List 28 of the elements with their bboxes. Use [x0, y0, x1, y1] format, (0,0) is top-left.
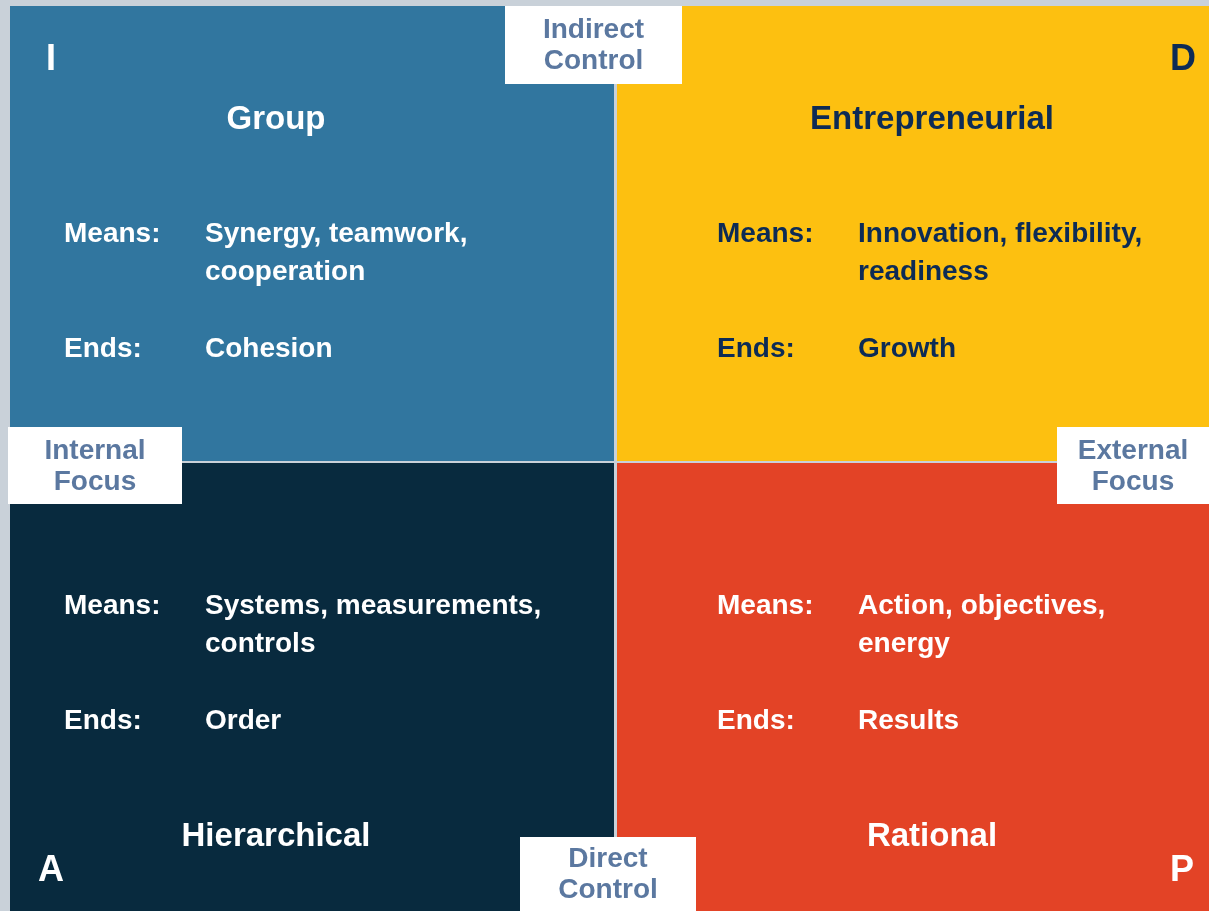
ends-text: Order: [205, 703, 283, 737]
ends-label: Ends:: [64, 331, 142, 365]
means-label: Means:: [64, 216, 161, 250]
ends-label: Ends:: [64, 703, 142, 737]
means-text: Action, objectives, energy: [858, 588, 1107, 660]
axis-label: Direct Control: [520, 837, 696, 911]
quadrant-title: Entrepreneurial: [810, 98, 1054, 138]
ends-label: Ends:: [717, 703, 795, 737]
means-text: Synergy, teamwork, cooperation: [205, 216, 469, 288]
means-label: Means:: [64, 588, 161, 622]
axis-label: Internal Focus: [8, 427, 182, 504]
quadrant-letter: I: [46, 36, 56, 80]
axis-label: Indirect Control: [505, 6, 682, 84]
ends-text: Results: [858, 703, 961, 737]
quadrant-title: Group: [226, 98, 326, 138]
quadrant-letter: A: [38, 847, 64, 891]
quadrant-title: Hierarchical: [181, 815, 371, 855]
quadrant-letter: P: [1170, 847, 1194, 891]
means-text: Systems, measurements, controls: [205, 588, 543, 660]
quadrant-title: Rational: [866, 815, 998, 855]
quadrant-letter: D: [1170, 36, 1196, 80]
means-text: Innovation, flexibility, readiness: [858, 216, 1144, 288]
means-label: Means:: [717, 216, 814, 250]
ends-label: Ends:: [717, 331, 795, 365]
means-label: Means:: [717, 588, 814, 622]
axis-label: External Focus: [1057, 427, 1209, 504]
ends-text: Growth: [858, 331, 957, 365]
ends-text: Cohesion: [205, 331, 334, 365]
